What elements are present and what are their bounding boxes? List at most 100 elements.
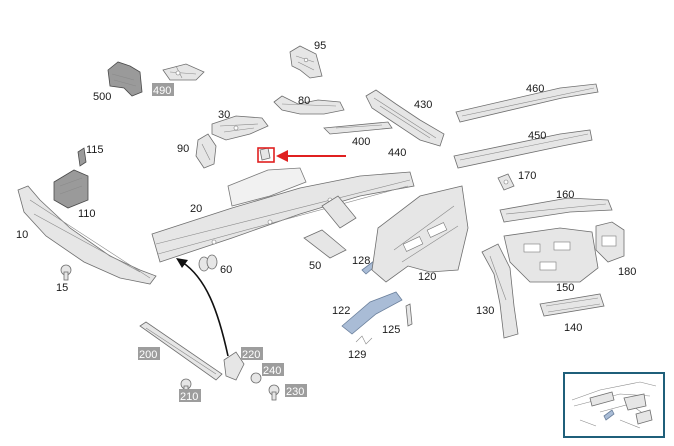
part-170[interactable] (497, 173, 515, 191)
part-160[interactable] (499, 197, 613, 223)
part-130[interactable] (481, 243, 519, 339)
svg-text:128: 128 (352, 255, 370, 267)
svg-text:140: 140 (564, 322, 582, 334)
label-50[interactable]: 50 (309, 260, 321, 272)
label-110[interactable]: 110 (78, 208, 96, 220)
part-15[interactable] (60, 264, 72, 281)
part-110[interactable] (53, 169, 89, 209)
label-450[interactable]: 450 (528, 130, 546, 142)
label-220[interactable]: 220 (241, 347, 263, 361)
label-170[interactable]: 170 (518, 170, 536, 182)
label-490[interactable]: 490 (152, 83, 174, 97)
part-200[interactable] (139, 321, 223, 381)
label-80[interactable]: 80 (298, 95, 310, 107)
label-130[interactable]: 130 (476, 305, 494, 317)
svg-text:115: 115 (86, 144, 104, 156)
part-240[interactable] (250, 372, 262, 384)
thumbnail-parts (571, 381, 657, 429)
label-400[interactable]: 400 (352, 136, 370, 148)
svg-text:60: 60 (220, 264, 232, 276)
label-128[interactable]: 128 (352, 255, 370, 267)
part-95[interactable] (289, 45, 323, 79)
label-460[interactable]: 460 (526, 83, 544, 95)
svg-text:130: 130 (476, 305, 494, 317)
svg-text:90: 90 (177, 143, 189, 155)
part-150[interactable] (503, 227, 599, 283)
label-200[interactable]: 200 (138, 347, 160, 361)
svg-text:200: 200 (139, 349, 157, 361)
svg-text:15: 15 (56, 282, 68, 294)
label-500[interactable]: 500 (93, 91, 111, 103)
label-115[interactable]: 115 (86, 144, 104, 156)
label-125[interactable]: 125 (382, 324, 400, 336)
part-400[interactable] (323, 121, 393, 135)
part-30[interactable] (211, 115, 269, 141)
svg-text:110: 110 (78, 208, 96, 220)
label-230[interactable]: 230 (285, 384, 307, 398)
svg-text:125: 125 (382, 324, 400, 336)
label-440[interactable]: 440 (388, 147, 406, 159)
part-220[interactable] (223, 351, 245, 381)
label-10[interactable]: 10 (16, 229, 28, 241)
svg-text:500: 500 (93, 91, 111, 103)
label-160[interactable]: 160 (556, 189, 574, 201)
svg-text:20: 20 (190, 203, 202, 215)
part-80[interactable] (273, 95, 345, 115)
part-122[interactable] (341, 291, 403, 335)
part-129[interactable] (355, 335, 373, 345)
part-50[interactable] (303, 195, 357, 259)
svg-text:95: 95 (314, 40, 326, 52)
part-450[interactable] (453, 129, 593, 169)
part-20[interactable] (151, 167, 415, 263)
svg-text:210: 210 (180, 391, 198, 403)
svg-text:220: 220 (242, 349, 260, 361)
label-210[interactable]: 210 (179, 389, 201, 403)
svg-text:180: 180 (618, 266, 636, 278)
svg-text:490: 490 (153, 85, 171, 97)
svg-text:120: 120 (418, 271, 436, 283)
svg-text:450: 450 (528, 130, 546, 142)
svg-text:230: 230 (286, 386, 304, 398)
label-150[interactable]: 150 (556, 282, 574, 294)
label-95[interactable]: 95 (314, 40, 326, 52)
part-60[interactable] (198, 254, 218, 272)
part-430[interactable] (365, 89, 445, 147)
assembly-arrow (176, 258, 229, 357)
part-125[interactable] (405, 303, 413, 327)
svg-text:129: 129 (348, 349, 366, 361)
part-490[interactable] (162, 63, 205, 81)
svg-text:160: 160 (556, 189, 574, 201)
svg-text:122: 122 (332, 305, 350, 317)
label-180[interactable]: 180 (618, 266, 636, 278)
label-430[interactable]: 430 (414, 99, 432, 111)
svg-text:440: 440 (388, 147, 406, 159)
label-30[interactable]: 30 (218, 109, 230, 121)
svg-text:50: 50 (309, 260, 321, 272)
svg-text:430: 430 (414, 99, 432, 111)
part-115[interactable] (77, 147, 87, 167)
part-120[interactable] (371, 185, 469, 283)
label-20[interactable]: 20 (190, 203, 202, 215)
label-120[interactable]: 120 (418, 271, 436, 283)
label-140[interactable]: 140 (564, 322, 582, 334)
part-140[interactable] (539, 293, 605, 317)
label-122[interactable]: 122 (332, 305, 350, 317)
overview-thumbnail[interactable] (563, 372, 665, 438)
label-240[interactable]: 240 (262, 363, 284, 377)
label-15[interactable]: 15 (56, 282, 68, 294)
svg-text:460: 460 (526, 83, 544, 95)
svg-text:30: 30 (218, 109, 230, 121)
part-230[interactable] (268, 384, 280, 401)
part-10[interactable] (17, 185, 157, 285)
highlighted-part[interactable] (257, 147, 275, 163)
label-129[interactable]: 129 (348, 349, 366, 361)
part-460[interactable] (455, 83, 599, 123)
part-500[interactable] (107, 61, 143, 97)
label-90[interactable]: 90 (177, 143, 189, 155)
part-90[interactable] (195, 133, 217, 169)
svg-text:170: 170 (518, 170, 536, 182)
label-60[interactable]: 60 (220, 264, 232, 276)
svg-text:10: 10 (16, 229, 28, 241)
part-180[interactable] (595, 221, 625, 263)
